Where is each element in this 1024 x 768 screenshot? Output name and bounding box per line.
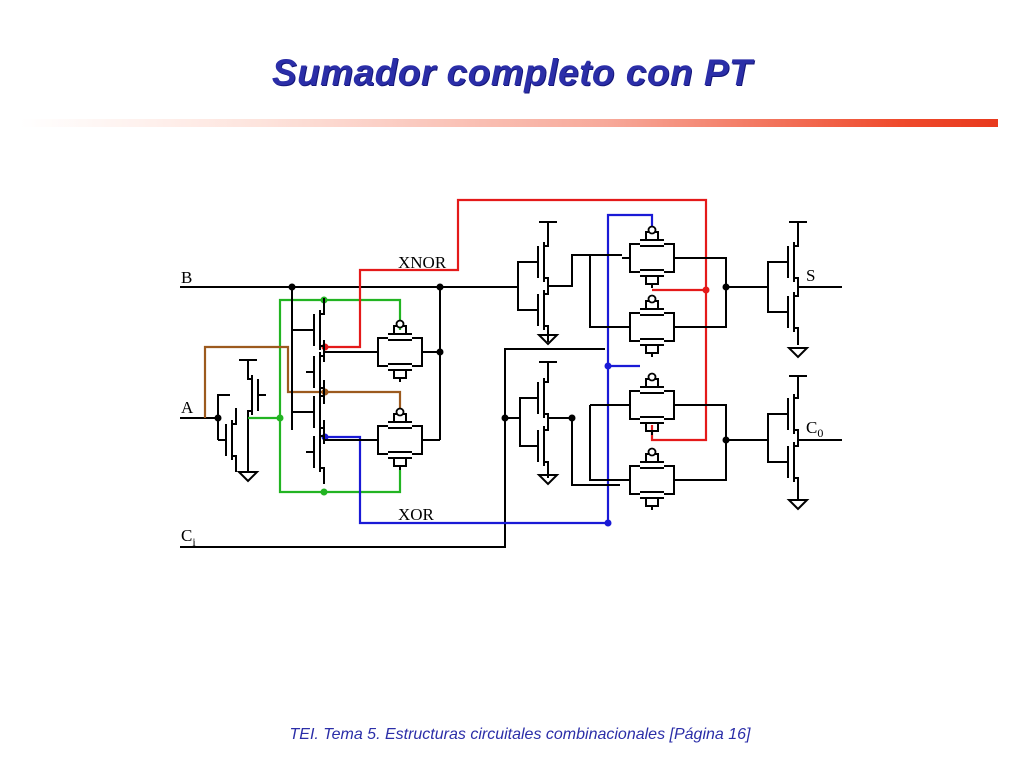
label-b: B (181, 268, 192, 287)
label-xnor: XNOR (398, 253, 447, 272)
a-net-wire (248, 298, 402, 494)
slide-title: Sumador completo con PT (271, 52, 753, 93)
co-output-inverter (760, 375, 842, 510)
label-ci: Ci (181, 526, 196, 549)
ci-line (180, 348, 605, 548)
xnor-xor-stage (288, 283, 444, 485)
sum-carry-stage (589, 225, 760, 511)
xor-net-wire (325, 213, 654, 525)
label-s: S (806, 266, 815, 285)
title-rule (20, 119, 998, 127)
label-xor: XOR (398, 505, 435, 524)
label-a: A (181, 398, 194, 417)
xnor-net-wire (325, 198, 708, 442)
ci-inverter (501, 361, 620, 486)
label-co: C0 (806, 418, 823, 440)
a-inv-net-wire (203, 345, 402, 418)
xnor-inverter (500, 221, 620, 345)
s-output-inverter (760, 221, 842, 358)
slide-footer: TEI. Tema 5. Estructuras circuitales com… (289, 726, 751, 743)
inverter-a (214, 359, 267, 482)
